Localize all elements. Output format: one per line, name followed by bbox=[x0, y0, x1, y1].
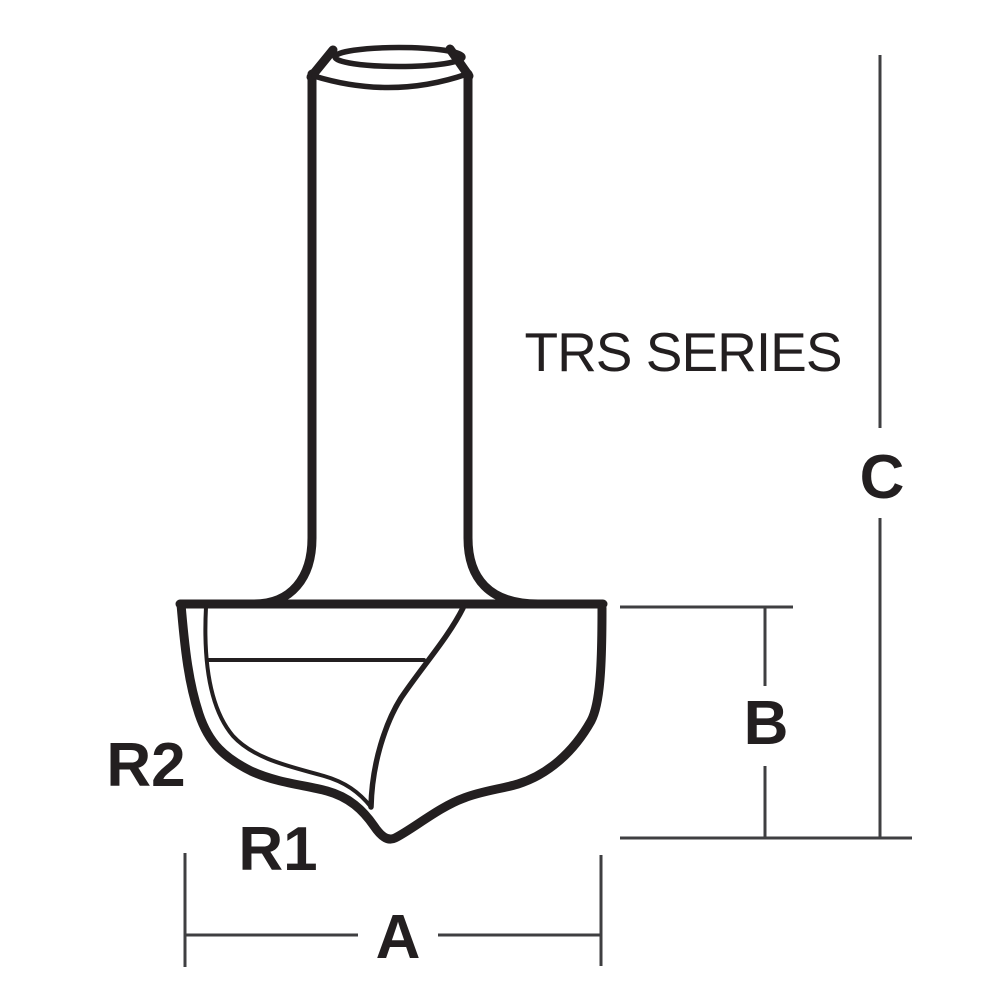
cutter-cutting-edge-curve bbox=[368, 605, 466, 810]
router-bit-drawing bbox=[175, 44, 608, 844]
shank-chamfer-bottom-arc bbox=[311, 71, 470, 91]
shank-chamfer-left-edge bbox=[306, 45, 338, 82]
cutter-inner-flute-line bbox=[203, 605, 373, 809]
series-title: TRS SERIES bbox=[524, 321, 841, 383]
dim-b-label: B bbox=[744, 689, 789, 758]
radius-r1-label: R1 bbox=[238, 815, 317, 884]
radius-r2-label: R2 bbox=[106, 731, 185, 800]
dim-a-label: A bbox=[376, 903, 421, 972]
dimension-lines bbox=[183, 55, 912, 967]
labels: TRS SERIES C B A R2 R1 bbox=[106, 321, 904, 972]
shank-top-ellipse bbox=[332, 44, 466, 70]
dim-c-label: C bbox=[860, 443, 905, 512]
cutter-outline bbox=[176, 599, 607, 844]
shank-left-edge bbox=[249, 69, 317, 609]
